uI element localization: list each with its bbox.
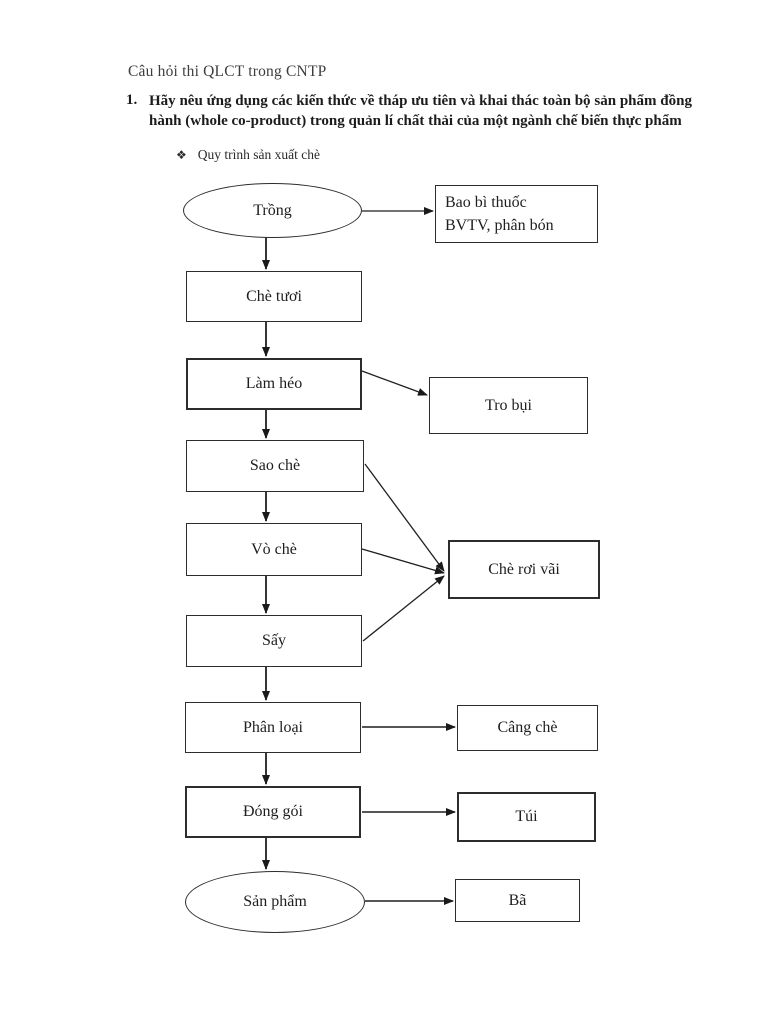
- node-che-tuoi: Chè tươi: [186, 271, 362, 322]
- node-bao-bi-line1: Bao bì thuốc: [445, 193, 527, 211]
- node-sao-che: Sao chè: [186, 440, 364, 492]
- arrow-say-to-cheroivai: [362, 575, 445, 642]
- question-text: Hãy nêu ứng dụng các kiến thức về tháp ư…: [149, 93, 692, 129]
- node-bao-bi: Bao bì thuốc BVTV, phân bón: [435, 185, 598, 243]
- node-bao-bi-line2: BVTV, phân bón: [445, 217, 554, 234]
- node-trong: Trồng: [183, 183, 362, 238]
- diamond-bullet-icon: ❖: [176, 148, 187, 162]
- node-dong-goi: Đóng gói: [185, 786, 361, 838]
- node-che-roi-vai: Chè rơi vãi: [448, 540, 600, 599]
- node-cang-che: Câng chè: [457, 705, 598, 751]
- question-number: 1.: [126, 92, 138, 108]
- arrow-voche-to-cheroivai: [361, 548, 445, 575]
- arrow-saoche-to-cheroivai: [364, 463, 445, 572]
- page-title: Câu hỏi thi QLCT trong CNTP: [128, 63, 327, 80]
- bullet-item: ❖ Quy trình sản xuất chè: [176, 147, 320, 163]
- node-say: Sấy: [186, 615, 362, 667]
- arrow-lamheo-to-trobui: [361, 370, 428, 396]
- node-vo-che: Vò chè: [186, 523, 362, 576]
- node-tro-bui: Tro bụi: [429, 377, 588, 434]
- node-tui: Túi: [457, 792, 596, 842]
- node-phan-loai: Phân loại: [185, 702, 361, 753]
- node-san-pham: Sản phẩm: [185, 871, 365, 933]
- node-lam-heo: Làm héo: [186, 358, 362, 410]
- node-ba: Bã: [455, 879, 580, 922]
- bullet-text: Quy trình sản xuất chè: [197, 147, 320, 162]
